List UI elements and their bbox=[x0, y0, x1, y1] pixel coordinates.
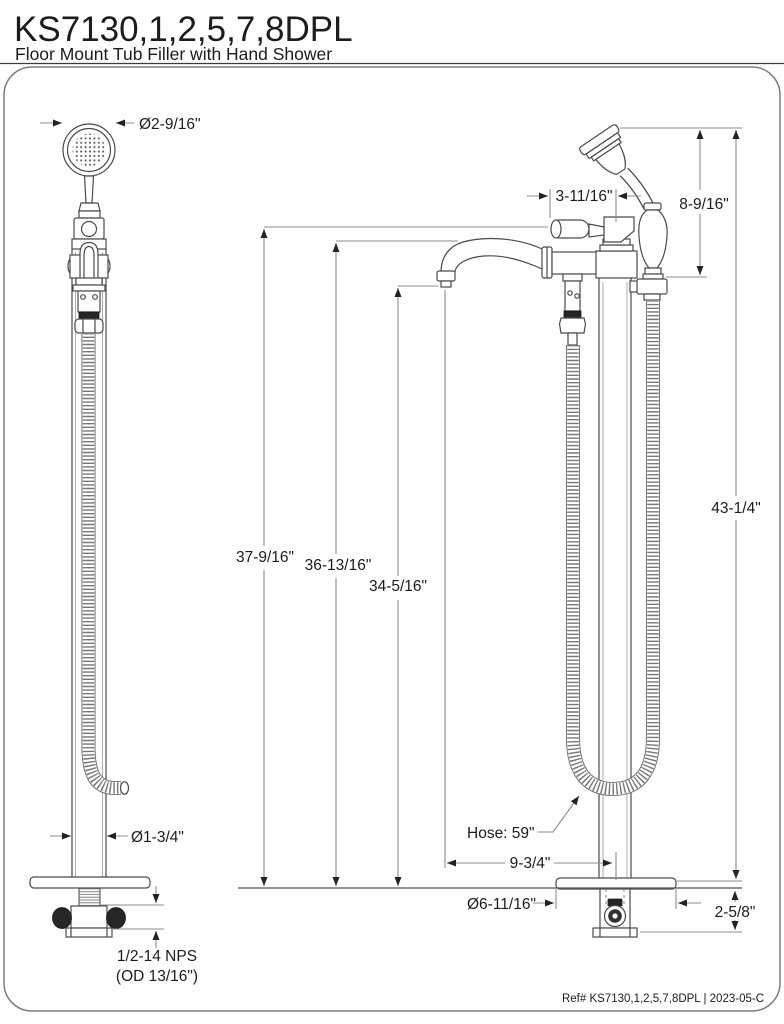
footer-reference: Ref# KS7130,1,2,5,7,8DPL | 2023-05-C bbox=[562, 993, 764, 1005]
side-diverter bbox=[558, 273, 587, 346]
dim-label-thread-spec-2: (OD 13/16") bbox=[116, 968, 198, 985]
dim-overall-height: 43-1/4" bbox=[711, 130, 761, 879]
dimensions: Ø2-9/16" Ø1-3/4" 1/2-14 NPS (OD 13/16") bbox=[40, 116, 761, 985]
dim-label-overall-height: 43-1/4" bbox=[711, 500, 760, 517]
dim-spout-reach: 9-3/4" bbox=[447, 855, 612, 872]
front-valve-body bbox=[67, 217, 111, 292]
side-valve-body bbox=[595, 216, 638, 279]
side-view bbox=[436, 124, 677, 938]
dim-label-thread-spec-1: 1/2-14 NPS bbox=[117, 948, 197, 965]
drawing-border bbox=[3, 66, 781, 1012]
side-supply-connection bbox=[592, 888, 638, 938]
dim-label-handle-reach: 3-11/16" bbox=[556, 188, 613, 205]
side-lever-handle bbox=[550, 219, 605, 239]
page-subtitle: Floor Mount Tub Filler with Hand Shower bbox=[15, 44, 332, 64]
dim-label-height-to-spout-top: 36-13/16" bbox=[305, 557, 372, 574]
front-hose bbox=[81, 333, 130, 795]
header: KS7130,1,2,5,7,8DPL Floor Mount Tub Fill… bbox=[0, 10, 784, 65]
side-cradle-bracket bbox=[629, 278, 668, 301]
dim-label-height-to-spout-outlet: 34-5/16" bbox=[369, 578, 427, 595]
side-hand-shower bbox=[579, 124, 668, 280]
side-hose-loop bbox=[566, 300, 660, 797]
dim-base-diameter: Ø6-11/16" bbox=[467, 889, 701, 913]
front-view bbox=[29, 123, 151, 938]
front-supply-connection bbox=[52, 887, 126, 938]
front-hose-end-cap bbox=[119, 781, 130, 795]
dim-below-floor-depth: 2-5/8" bbox=[715, 891, 756, 930]
dim-label-hand-shower-height: 8-9/16" bbox=[679, 196, 728, 213]
dim-label-pipe-diameter: Ø1-3/4" bbox=[131, 829, 184, 846]
front-hand-shower-head bbox=[62, 123, 116, 219]
front-diverter bbox=[74, 290, 104, 334]
dim-label-height-to-handle: 37-9/16" bbox=[236, 549, 294, 566]
dim-label-hose-length: Hose: 59" bbox=[467, 825, 535, 842]
dim-height-to-handle: 37-9/16" bbox=[236, 229, 294, 886]
dim-label-base-diameter: Ø6-11/16" bbox=[467, 896, 536, 913]
dim-hose-length: Hose: 59" bbox=[467, 795, 580, 842]
dim-thread-spec: 1/2-14 NPS (OD 13/16") bbox=[100, 886, 198, 985]
front-floor-flange bbox=[29, 876, 151, 889]
dim-pipe-diameter: Ø1-3/4" bbox=[50, 829, 184, 846]
front-riser-pipe bbox=[71, 249, 107, 877]
dim-head-diameter: Ø2-9/16" bbox=[40, 116, 201, 133]
dim-height-to-spout-top: 36-13/16" bbox=[305, 243, 372, 886]
side-spout bbox=[436, 237, 600, 288]
dim-hand-shower-height: 8-9/16" bbox=[679, 130, 729, 275]
dim-label-spout-reach: 9-3/4" bbox=[510, 855, 551, 872]
dim-height-to-spout-outlet: 34-5/16" bbox=[369, 288, 427, 886]
dim-handle-reach: 3-11/16" bbox=[527, 188, 641, 222]
side-column bbox=[598, 276, 632, 880]
page-title: KS7130,1,2,5,7,8DPL bbox=[14, 10, 353, 49]
dim-label-below-floor-depth: 2-5/8" bbox=[715, 904, 756, 921]
dim-label-head-diameter: Ø2-9/16" bbox=[139, 116, 201, 133]
